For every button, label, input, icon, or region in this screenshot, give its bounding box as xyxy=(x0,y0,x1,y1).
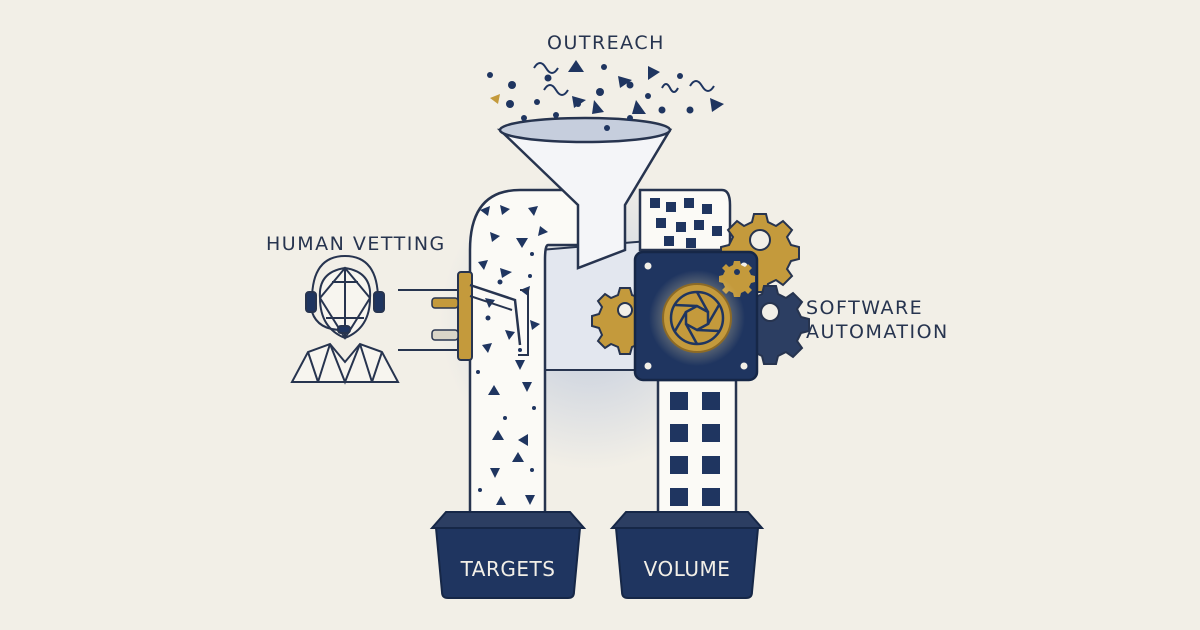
outreach-particles xyxy=(487,60,724,131)
software-automation-label-line1: SOFTWARE xyxy=(806,297,924,319)
vetting-connector xyxy=(398,289,458,351)
bin-icon xyxy=(429,511,765,599)
outreach-label: OUTREACH xyxy=(547,32,665,54)
headset-person-icon xyxy=(290,254,400,385)
targets-bin-label: TARGETS xyxy=(460,557,556,581)
volume-pipe xyxy=(656,378,738,527)
valve-lever-icon xyxy=(431,271,529,361)
volume-particles xyxy=(670,392,720,506)
volume-particles-top xyxy=(650,198,722,248)
camera-aperture-icon xyxy=(649,270,745,366)
human-vetting-label: HUMAN VETTING xyxy=(266,233,446,255)
target-particles xyxy=(476,205,548,522)
funnel-icon xyxy=(496,116,673,270)
volume-bin-label: VOLUME xyxy=(643,557,731,581)
software-automation-label-line2: AUTOMATION xyxy=(806,321,949,343)
